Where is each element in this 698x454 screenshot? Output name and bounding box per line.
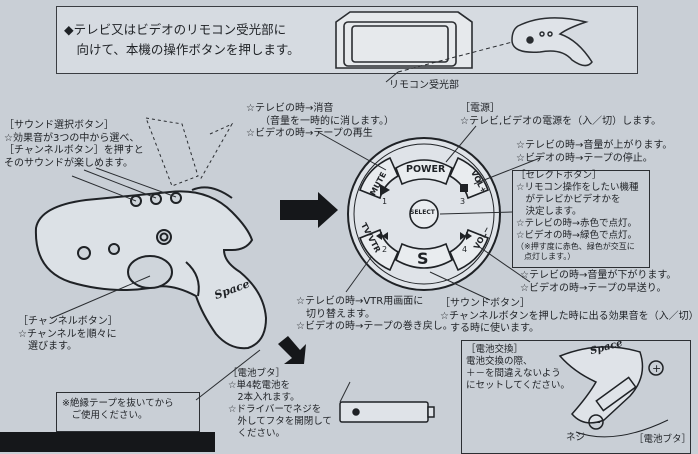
receiver-label: リモコン受光部: [389, 80, 459, 91]
sound-select-line3: そのサウンドが楽しめます。: [4, 157, 133, 169]
battery-cover-line4: 外してフタを開閉して: [228, 416, 332, 427]
select-button-block: ［セレクトボタン］ ☆リモコン操作をしたい機種 がテレビかビデオかを 決定します…: [516, 170, 639, 262]
sound-button-title: ［サウンドボタン］: [440, 298, 530, 309]
battery-cover-line1: ☆単4乾電池を: [228, 380, 291, 391]
select-line2: がテレビかビデオかを: [516, 194, 621, 205]
select-line5: ☆ビデオの時→緑色で点灯。: [516, 230, 637, 241]
sound-select-pointers: [71, 167, 177, 202]
sound-select-block: ［サウンド選択ボタン］ ☆効果音が3つの中から選べ、 ［チャンネルボタン］を押す…: [4, 120, 144, 170]
battery-exchange-line2: ＋－を間違えないよう: [466, 368, 561, 379]
battery-cover-line2: 2本入れます。: [228, 392, 300, 403]
power-note-title: ［電源］: [460, 103, 500, 114]
mute-note-line2: （音量を一時的に消します。）: [260, 115, 394, 127]
vol-up-note-line1: ☆テレビの時→音量が上がります。: [516, 140, 673, 151]
battery-cover-title: ［電池ブタ］: [228, 368, 286, 379]
select-button: SELECT: [410, 209, 435, 216]
minus-sign: −: [592, 416, 601, 429]
tvvtr-num: 2: [382, 245, 388, 254]
select-line7: 点灯します。）: [516, 252, 576, 261]
top-notice-line2: 向けて、本機の操作ボタンを押します。: [64, 42, 300, 57]
remote-body: [34, 186, 268, 350]
channel-button-line2: 選びます。: [18, 341, 77, 352]
tvvtr-note-line2: 切り替えます。: [296, 308, 375, 320]
select-title: ［セレクトボタン］: [516, 170, 602, 181]
tv-illustration: [335, 11, 473, 69]
cluster-leaders: [317, 125, 541, 301]
tvvtr-note-line3: ☆ビデオの時→テープの巻き戻し。: [296, 321, 453, 332]
ir-line-top: [397, 39, 521, 73]
sound-button-line2: する時に使います。: [440, 323, 539, 334]
sound-select-line1: ☆効果音が3つの中から選べ、: [4, 132, 140, 144]
power-button: POWER: [406, 164, 446, 175]
power-note-block: ［電源］ ☆テレビ,ビデオの電源を（入／切）します。: [460, 103, 661, 128]
battery-cover-line5: ください。: [228, 428, 286, 439]
sound-button: S: [417, 249, 429, 268]
mute-note-block: ☆テレビの時→消音 （音量を一時的に消します。） ☆ビデオの時→テープの再生: [246, 103, 394, 141]
insulation-tape-block: ※絶縁テープを抜いてから ご使用ください。: [62, 398, 174, 422]
bottom-black-bar: [0, 432, 215, 452]
select-line6: （※押す度に赤色、緑色が交互に: [516, 242, 635, 251]
insulation-tape-line1: ※絶縁テープを抜いてから: [62, 398, 174, 409]
battery-exchange-title: ［電池交換］: [466, 344, 524, 355]
vol-up-note-line2: ☆ビデオの時→テープの停止。: [516, 152, 653, 164]
insulation-tape-box: [56, 392, 200, 432]
battery: [339, 401, 435, 423]
channel-pointer: [51, 275, 151, 319]
select-line1: ☆リモコン操作をしたい機種: [516, 182, 639, 193]
receiver-leader: [385, 71, 399, 83]
vol-down-num: 4: [462, 245, 468, 254]
tvvtr-note-line1: ☆テレビの時→VTR用画面に: [296, 296, 424, 307]
small-remote: [511, 17, 593, 67]
channel-button-title: ［チャンネルボタン］: [18, 316, 118, 327]
battery-cover-label: ［電池ブタ］: [634, 434, 692, 445]
battery-cover-block: ［電池ブタ］ ☆単4乾電池を 2本入れます。 ☆ドライバーでネジを 外してフタを…: [228, 368, 332, 440]
channel-button-line1: ☆チャンネルを順々に: [18, 328, 117, 340]
mute-note-line1: ☆テレビの時→消音: [246, 103, 334, 114]
remote-fins: [145, 117, 234, 187]
battery-exchange-line1: 電池交換の際、: [466, 356, 533, 367]
top-notice-text: ◆テレビ又はビデオのリモコン受光部に 向けて、本機の操作ボタンを押します。: [64, 20, 300, 60]
tape-leader: [195, 349, 261, 401]
mute-note-line3: ☆ビデオの時→テープの再生: [246, 128, 373, 139]
select-button-box: [512, 170, 650, 268]
tvvtr-note-block: ☆テレビの時→VTR用画面に 切り替えます。 ☆ビデオの時→テープの巻き戻し。: [296, 296, 453, 334]
insulation-tape-line2: ご使用ください。: [62, 410, 148, 421]
select-line4: ☆テレビの時→赤色で点灯。: [516, 218, 637, 229]
battery-exchange-illustration: [558, 346, 669, 438]
top-notice-line1: ◆テレビ又はビデオのリモコン受光部に: [64, 22, 287, 37]
power-note-line1: ☆テレビ,ビデオの電源を（入／切）します。: [460, 115, 662, 127]
battery-exchange-line3: にセットしてください。: [466, 380, 570, 391]
battery-exchange-block: ［電池交換］ 電池交換の際、 ＋－を間違えないよう にセットしてください。: [466, 344, 570, 392]
button-cluster: [347, 137, 501, 291]
screw-label: ネジ: [566, 432, 586, 443]
channel-button-block: ［チャンネルボタン］ ☆チャンネルを順々に 選びます。: [18, 316, 118, 354]
plus-sign: +: [652, 362, 661, 375]
vol-up-num: 3: [460, 197, 466, 206]
sound-button-line1: ☆チャンネルボタンを押した時に出る効果音を（入／切）: [440, 310, 698, 322]
vol-down-note-line1: ☆テレビの時→音量が下がります。: [520, 270, 677, 281]
sound-select-line2: ［チャンネルボタン］を押すと: [4, 145, 144, 156]
vol-up-note-block: ☆テレビの時→音量が上がります。 ☆ビデオの時→テープの停止。: [516, 140, 672, 165]
vol-down-note-line2: ☆ビデオの時→テープの早送り。: [520, 282, 667, 294]
vol-down-note-block: ☆テレビの時→音量が下がります。 ☆ビデオの時→テープの早送り。: [520, 270, 676, 295]
down-arrow: [278, 336, 306, 364]
battery-cover-line3: ☆ドライバーでネジを: [228, 404, 322, 415]
sound-select-title: ［サウンド選択ボタン］: [4, 120, 114, 131]
mute-num: 1: [382, 197, 388, 206]
pointer-arrow: [280, 192, 338, 228]
select-line3: 決定します。: [516, 206, 582, 217]
sound-button-block: ［サウンドボタン］ ☆チャンネルボタンを押した時に出る効果音を（入／切） する時…: [440, 298, 698, 336]
